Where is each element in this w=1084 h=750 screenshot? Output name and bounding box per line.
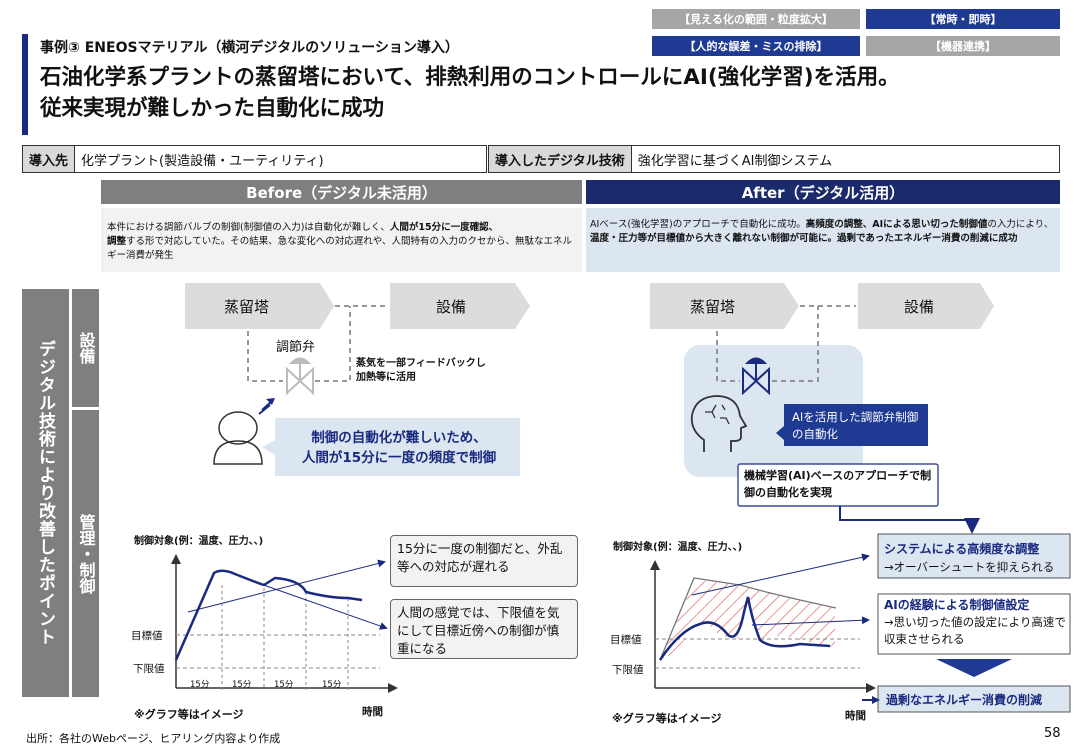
before-desc-bold2: 調整 xyxy=(107,236,127,247)
result3-text: 過剰なエネルギー消費の削減 xyxy=(886,693,1043,707)
page-number: 58 xyxy=(1044,726,1061,741)
before-graph xyxy=(171,554,398,693)
person-icon xyxy=(213,411,263,465)
result2-bg xyxy=(877,593,1071,655)
tech-value: 強化学習に基づくAI制御システム xyxy=(637,153,833,169)
after-tower-label: 蒸留塔 xyxy=(690,298,736,316)
after-desc-text: AIベース(強化学習)のアプローチで自動化に成功。 xyxy=(590,219,806,230)
page-title: 石油化学系プラントの蒸留塔において、排熱利用のコントロールにAI(強化学習)を活… xyxy=(40,62,1040,124)
tag-visualization-scope: 【見える化の範囲・粒度拡大】 xyxy=(652,9,860,29)
interval-3: 15分 xyxy=(274,680,294,690)
before-time-label: 時間 xyxy=(362,706,383,718)
before-equipment-label: 設備 xyxy=(436,298,467,316)
after-tower-chevron xyxy=(650,283,799,329)
result1-bg xyxy=(877,533,1071,579)
after-graph xyxy=(650,553,876,693)
result2-text: AIの経験による制御値設定 →思い切った値の設定により高速で収束させられる xyxy=(884,597,1068,648)
tag-realtime: 【常時・即時】 xyxy=(866,9,1060,29)
after-desc-text2: の入力により、 xyxy=(987,219,1054,230)
headline-line-1: 石油化学系プラントの蒸留塔において、排熱利用のコントロールにAI(強化学習)を活… xyxy=(40,65,900,90)
ai-brain-head-icon xyxy=(690,395,748,452)
ai-valve-icon xyxy=(742,357,770,396)
tech-label: 導入したデジタル技術 xyxy=(489,146,632,172)
after-graph-ylabel: 制御対象(例：温度、圧力、、) xyxy=(613,542,743,553)
after-header: After（デジタル活用） xyxy=(586,180,1060,204)
after-desc-bold2: 温度・圧力等が目標値から大きく離れない制御が可能に。過剰であったエネルギー消費の… xyxy=(590,233,1018,244)
valve-label: 調節弁 xyxy=(276,340,316,355)
before-desc-text2: する形で対応していた。その結果、急な変化への対応遅れや、人間特有の入力のクセから… xyxy=(107,236,572,261)
after-equipment-label: 設備 xyxy=(904,298,935,316)
before-equipment-chevron xyxy=(390,283,530,329)
after-target-label: 目標値 xyxy=(610,634,642,646)
result1-title: システムによる高頻度な調整 xyxy=(884,542,1040,556)
case-label: 事例③ ENEOSマテリアル（横河デジタルのソリューション導入） xyxy=(40,40,459,56)
side-label-equipment: 設備 xyxy=(72,289,99,407)
dest-value: 化学プラント(製造設備・ユーティリティ) xyxy=(81,153,324,169)
before-target-label: 目標値 xyxy=(131,630,163,642)
ai-box-bg xyxy=(776,404,928,446)
result1-body: →オーバーシュートを抑えられる xyxy=(884,560,1055,574)
after-equipment-chevron xyxy=(858,283,994,329)
result1-text: システムによる高頻度な調整 →オーバーシュートを抑えられる xyxy=(884,540,1068,576)
ml-box-bg xyxy=(737,463,939,507)
after-lower-label: 下限値 xyxy=(612,664,644,676)
before-desc-text: 本件における調節バルブの制御(制御値の入力)は自動化が難しく、 xyxy=(107,222,390,233)
interval-1: 15分 xyxy=(190,680,210,690)
after-description: AIベース(強化学習)のアプローチで自動化に成功。高頻度の調整、AIによる思い切… xyxy=(586,208,1060,272)
interval-4: 15分 xyxy=(322,680,342,690)
side-label-improvement: デジタル技術により改善したポイント xyxy=(22,289,69,697)
before-graph-ylabel: 制御対象(例：温度、圧力、、) xyxy=(134,536,264,547)
side-label-control: 管理・制御 xyxy=(72,410,99,697)
source-footnote: 出所：各社のWebページ、ヒアリング内容より作成 xyxy=(26,732,281,745)
before-tower-chevron xyxy=(185,283,334,329)
feedback-note: 蒸気を一部フィードバックし加熱等に活用 xyxy=(356,358,486,383)
before-bubble-bg xyxy=(262,418,520,476)
before-bubble-text: 制御の自動化が難しいため、 人間が15分に一度の頻度で制御 xyxy=(284,428,514,468)
before-lower-label: 下限値 xyxy=(133,663,165,675)
ml-box-text: 機械学習(AI)ベースのアプローチで制御の自動化を実現 xyxy=(744,469,932,499)
before-header: Before（デジタル未活用） xyxy=(101,180,582,204)
before-bubble-line1: 制御の自動化が難しいため、 xyxy=(311,430,487,446)
headline-line-2: 従来実現が難しかった自動化に成功 xyxy=(40,96,385,121)
before-tower-label: 蒸留塔 xyxy=(224,298,270,316)
before-callout-delay: 15分に一度の制御だと、外乱等への対応が遅れる xyxy=(390,535,578,587)
ai-box-text: AIを活用した調節弁制御の自動化 xyxy=(792,410,919,441)
down-triangle-icon xyxy=(936,659,1012,677)
info-destination: 導入先 化学プラント(製造設備・ユーティリティ) xyxy=(22,145,487,173)
interval-2: 15分 xyxy=(232,680,252,690)
info-technology: 導入したデジタル技術 強化学習に基づくAI制御システム xyxy=(488,145,1060,173)
before-note: ※グラフ等はイメージ xyxy=(134,708,244,721)
result2-body: →思い切った値の設定により高速で収束させられる xyxy=(884,615,1066,646)
before-description: 本件における調節バルブの制御(制御値の入力)は自動化が難しく、人間が15分に一度… xyxy=(101,208,582,272)
before-callout-cautious: 人間の感覚では、下限値を気にして目標近傍への制御が慎重になる xyxy=(390,599,578,659)
after-note: ※グラフ等はイメージ xyxy=(612,712,722,725)
title-accent-bar xyxy=(22,34,28,135)
result2-title: AIの経験による制御値設定 xyxy=(884,598,1030,612)
before-bubble-line2: 人間が15分に一度の頻度で制御 xyxy=(301,450,497,466)
tag-human-error: 【人的な誤差・ミスの排除】 xyxy=(652,36,860,56)
valve-icon xyxy=(286,357,314,396)
result3-bg xyxy=(877,685,1071,713)
before-desc-bold1: 人間が15分に一度確認、 xyxy=(389,222,499,233)
tag-device-link: 【機器連携】 xyxy=(866,36,1060,56)
dest-label: 導入先 xyxy=(23,146,76,172)
after-time-label: 時間 xyxy=(845,710,866,722)
adjust-arrows-icon xyxy=(258,398,275,415)
after-desc-bold1: 高頻度の調整、AIによる思い切った制御値 xyxy=(805,219,988,230)
